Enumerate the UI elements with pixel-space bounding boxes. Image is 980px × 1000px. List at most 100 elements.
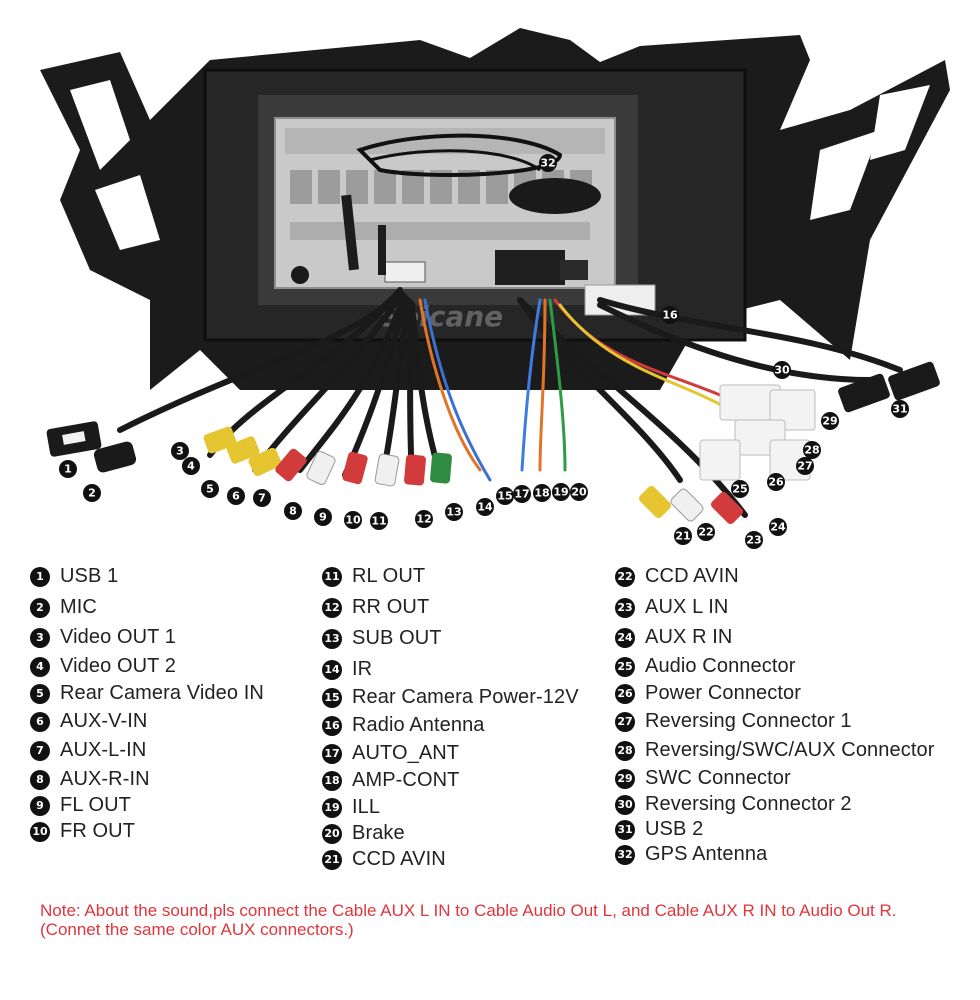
svg-text:17: 17 bbox=[514, 488, 529, 501]
callout-24: 24 bbox=[769, 518, 787, 536]
legend-label: AUTO_ANT bbox=[352, 742, 460, 764]
svg-text:16: 16 bbox=[662, 309, 678, 322]
legend-label: CCD AVIN bbox=[352, 848, 446, 870]
legend-item: 6 AUX-V-IN bbox=[30, 710, 147, 733]
svg-text:29: 29 bbox=[822, 415, 837, 428]
number-badge: 9 bbox=[30, 795, 50, 816]
callout-32: 32 bbox=[539, 154, 557, 172]
callout-17: 17 bbox=[513, 485, 531, 503]
number-badge: 10 bbox=[30, 821, 50, 842]
legend-item: 30 Reversing Connector 2 bbox=[615, 793, 852, 816]
legend-label: Video OUT 1 bbox=[60, 626, 176, 648]
number-badge: 16 bbox=[322, 715, 342, 736]
callout-13: 13 bbox=[445, 503, 463, 521]
callout-31: 31 bbox=[891, 400, 909, 418]
svg-text:22: 22 bbox=[698, 526, 713, 539]
svg-text:21: 21 bbox=[675, 530, 690, 543]
number-badge: 3 bbox=[30, 627, 50, 648]
number-badge: 17 bbox=[322, 743, 342, 764]
svg-text:23: 23 bbox=[746, 534, 761, 547]
number-badge: 4 bbox=[30, 656, 50, 677]
number-badge: 2 bbox=[30, 597, 50, 618]
svg-text:7: 7 bbox=[258, 492, 266, 505]
svg-text:10: 10 bbox=[345, 514, 361, 527]
number-badge: 6 bbox=[30, 711, 50, 732]
legend-label: RR OUT bbox=[352, 596, 430, 618]
legend-label: Power Connector bbox=[645, 682, 802, 704]
callout-10: 10 bbox=[344, 511, 362, 529]
legend-label: ILL bbox=[352, 796, 381, 818]
number-badge: 20 bbox=[322, 823, 342, 844]
svg-text:28: 28 bbox=[804, 444, 819, 457]
svg-text:15: 15 bbox=[497, 490, 512, 503]
number-badge: 29 bbox=[615, 768, 635, 789]
svg-text:5: 5 bbox=[206, 483, 214, 496]
number-badge: 25 bbox=[615, 656, 635, 677]
number-badge: 30 bbox=[615, 794, 635, 815]
callout-19: 19 bbox=[552, 483, 570, 501]
legend-label: GPS Antenna bbox=[645, 843, 768, 865]
number-badge: 15 bbox=[322, 687, 342, 708]
svg-text:12: 12 bbox=[416, 513, 431, 526]
number-badge: 12 bbox=[322, 597, 342, 618]
legend-label: Audio Connector bbox=[645, 655, 796, 677]
legend-item: 26 Power Connector bbox=[615, 682, 801, 705]
svg-text:1: 1 bbox=[64, 463, 72, 476]
svg-text:26: 26 bbox=[768, 476, 784, 489]
callout-14: 14 bbox=[476, 498, 494, 516]
callout-22: 22 bbox=[697, 523, 715, 541]
legend-label: USB 1 bbox=[60, 565, 119, 587]
svg-text:4: 4 bbox=[187, 460, 195, 473]
svg-text:20: 20 bbox=[571, 486, 587, 499]
legend-item: 4 Video OUT 2 bbox=[30, 655, 176, 678]
callout-27: 27 bbox=[796, 457, 814, 475]
callout-6: 6 bbox=[227, 487, 245, 505]
callout-4: 4 bbox=[182, 457, 200, 475]
number-badge: 7 bbox=[30, 740, 50, 761]
callout-21: 21 bbox=[674, 527, 692, 545]
legend-label: Reversing Connector 1 bbox=[645, 710, 852, 732]
number-badge: 11 bbox=[322, 566, 342, 587]
number-badge: 18 bbox=[322, 770, 342, 791]
callout-12: 12 bbox=[415, 510, 433, 528]
number-badge: 23 bbox=[615, 597, 635, 618]
callout-1: 1 bbox=[59, 460, 77, 478]
svg-text:2: 2 bbox=[88, 487, 96, 500]
number-badge: 22 bbox=[615, 566, 635, 587]
svg-text:31: 31 bbox=[892, 403, 907, 416]
callout-2: 2 bbox=[83, 484, 101, 502]
legend-label: Rear Camera Video IN bbox=[60, 682, 264, 704]
number-badge: 28 bbox=[615, 740, 635, 761]
legend-label: Brake bbox=[352, 822, 405, 844]
callout-20: 20 bbox=[570, 483, 588, 501]
legend-item: 3 Video OUT 1 bbox=[30, 626, 176, 649]
legend-item: 1 USB 1 bbox=[30, 565, 118, 588]
legend-label: AMP-CONT bbox=[352, 769, 460, 791]
number-badge: 13 bbox=[322, 628, 342, 649]
number-badge: 26 bbox=[615, 683, 635, 704]
callout-23: 23 bbox=[745, 531, 763, 549]
callout-8: 8 bbox=[284, 502, 302, 520]
legend-label: Reversing Connector 2 bbox=[645, 793, 852, 815]
legend-item: 2 MIC bbox=[30, 596, 97, 619]
number-badge: 24 bbox=[615, 627, 635, 648]
legend-label: Video OUT 2 bbox=[60, 655, 176, 677]
svg-text:25: 25 bbox=[732, 483, 747, 496]
product-photo: Seicane bbox=[40, 28, 950, 549]
legend-label: MIC bbox=[60, 596, 97, 618]
number-badge: 1 bbox=[30, 566, 50, 587]
legend-label: AUX-V-IN bbox=[60, 710, 148, 732]
legend-label: FR OUT bbox=[60, 820, 136, 842]
legend-item: 18 AMP-CONT bbox=[322, 769, 459, 792]
